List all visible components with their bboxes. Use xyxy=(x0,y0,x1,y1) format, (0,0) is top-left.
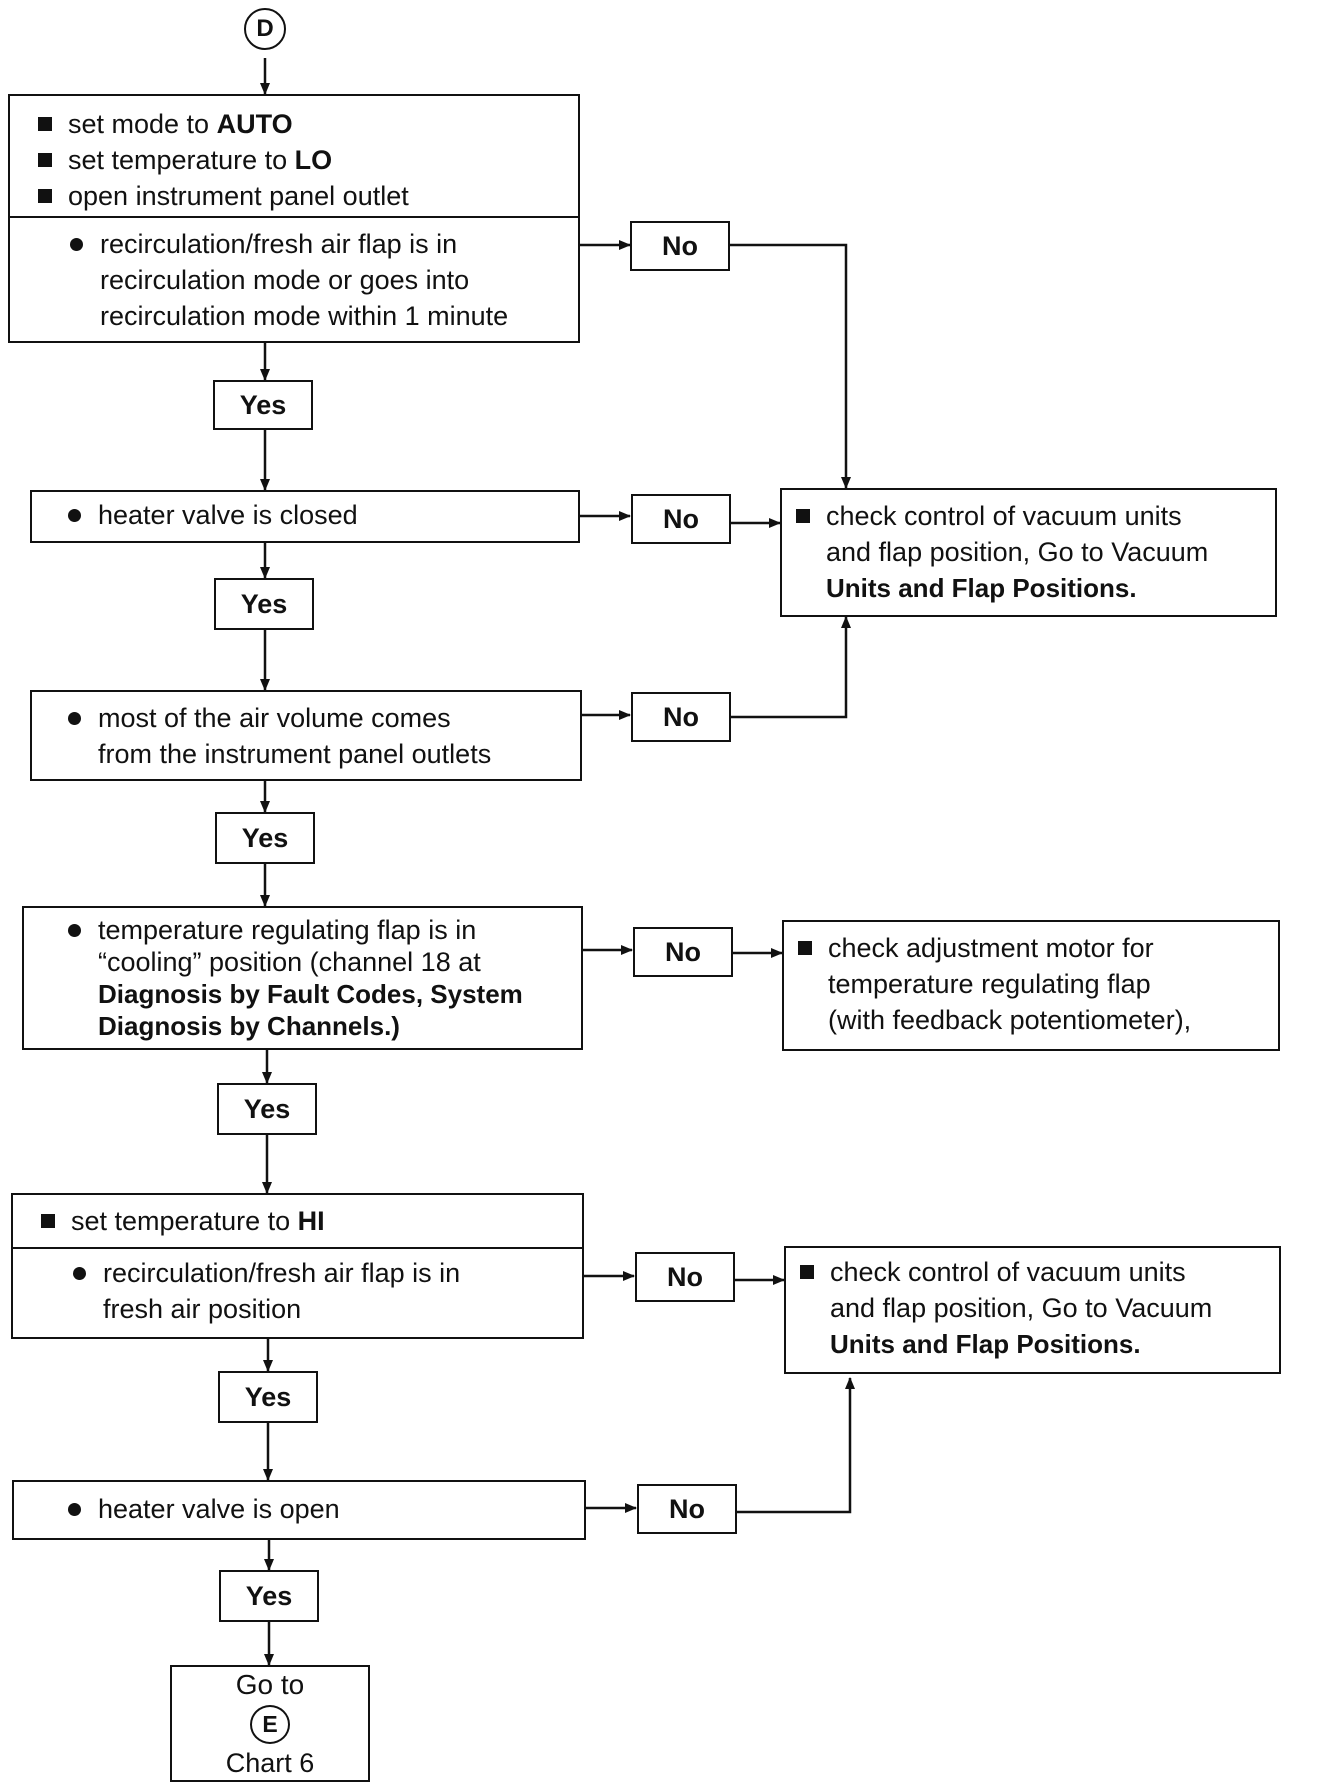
check-temperature-flap: temperature regulating flap is in “cooli… xyxy=(22,906,583,1050)
no-label: No xyxy=(635,1252,735,1302)
yes-label: Yes xyxy=(214,578,314,630)
step-open-outlet: open instrument panel outlet xyxy=(38,178,578,214)
dot-bullet-icon xyxy=(73,1267,86,1280)
start-connector-d: D xyxy=(244,8,286,50)
yes-label: Yes xyxy=(218,1371,318,1423)
no-route xyxy=(730,243,851,489)
action-check-adjustment-motor: check adjustment motor for temperature r… xyxy=(782,920,1280,1051)
no-label: No xyxy=(631,494,731,544)
dot-bullet-icon xyxy=(68,509,81,522)
yes-label: Yes xyxy=(215,812,315,864)
no-route xyxy=(731,616,851,719)
check-air-volume: most of the air volume comes from the in… xyxy=(30,690,582,781)
step-set-temperature-hi: set temperature to HI xyxy=(41,1203,582,1239)
square-bullet-icon xyxy=(38,117,52,131)
dot-bullet-icon xyxy=(70,238,83,251)
goto-label: Go to xyxy=(235,1669,305,1700)
check-recirculation-mode: recirculation/fresh air flap is in recir… xyxy=(10,218,578,334)
step-list-1: set mode to AUTO set temperature to LO o… xyxy=(10,96,578,218)
action-check-vacuum-units-2: check control of vacuum units and flap p… xyxy=(784,1246,1281,1374)
instruction-block-2: set temperature to HI recirculation/fres… xyxy=(11,1193,584,1339)
dot-bullet-icon xyxy=(68,924,81,937)
step-set-mode: set mode to AUTO xyxy=(38,106,578,142)
step-set-temperature: set temperature to LO xyxy=(38,142,578,178)
yes-label: Yes xyxy=(217,1083,317,1135)
square-bullet-icon xyxy=(800,1265,814,1279)
chart-reference: Chart 6 xyxy=(225,1748,315,1778)
step-list-2: set temperature to HI xyxy=(13,1195,582,1249)
yes-label: Yes xyxy=(219,1570,319,1622)
yes-label: Yes xyxy=(213,380,313,430)
check-fresh-air-position: recirculation/fresh air flap is in fresh… xyxy=(13,1249,582,1327)
square-bullet-icon xyxy=(41,1214,55,1228)
square-bullet-icon xyxy=(796,509,810,523)
no-label: No xyxy=(637,1484,737,1534)
square-bullet-icon xyxy=(38,153,52,167)
end-connector-e: E xyxy=(250,1705,290,1744)
no-label: No xyxy=(633,927,733,977)
no-label: No xyxy=(630,221,730,271)
dot-bullet-icon xyxy=(68,712,81,725)
check-heater-valve-open: heater valve is open xyxy=(12,1480,586,1540)
square-bullet-icon xyxy=(38,189,52,203)
instruction-block-1: set mode to AUTO set temperature to LO o… xyxy=(8,94,580,343)
dot-bullet-icon xyxy=(68,1503,81,1516)
action-check-vacuum-units-1: check control of vacuum units and flap p… xyxy=(780,488,1277,617)
square-bullet-icon xyxy=(798,941,812,955)
no-route xyxy=(737,1377,855,1514)
check-heater-valve-closed: heater valve is closed xyxy=(30,490,580,543)
goto-chart-6-box[interactable]: Go to E Chart 6 xyxy=(170,1665,370,1782)
no-label: No xyxy=(631,692,731,742)
